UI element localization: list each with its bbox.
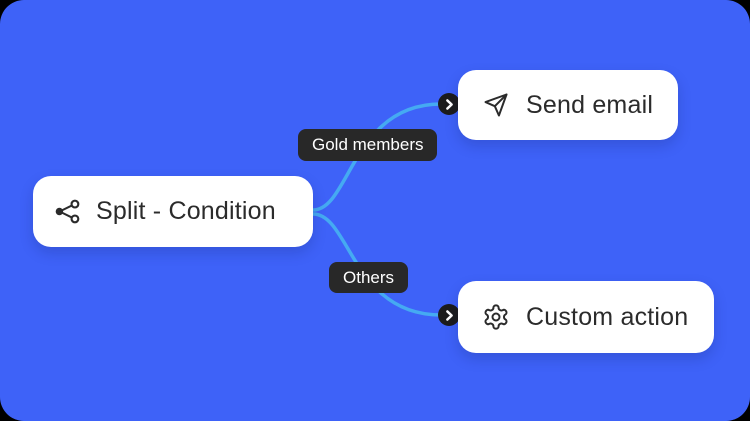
input-port-send-email[interactable] — [438, 93, 460, 115]
branch-label-text: Others — [343, 267, 395, 287]
gear-icon — [482, 303, 510, 331]
split-icon — [54, 198, 81, 225]
node-send-email[interactable]: Send email — [458, 70, 678, 140]
branch-label-gold-members: Gold members — [298, 129, 438, 161]
chevron-right-icon — [443, 98, 456, 111]
send-icon — [482, 91, 510, 119]
node-label: Split - Condition — [96, 197, 276, 225]
node-split-condition[interactable]: Split - Condition — [33, 176, 313, 247]
node-label: Send email — [526, 90, 654, 119]
branch-label-others: Others — [329, 262, 409, 293]
branch-label-text: Gold members — [312, 135, 424, 154]
node-custom-action[interactable]: Custom action — [458, 281, 714, 353]
input-port-custom-action[interactable] — [438, 304, 460, 326]
node-label: Custom action — [526, 302, 689, 331]
chevron-right-icon — [443, 309, 456, 322]
